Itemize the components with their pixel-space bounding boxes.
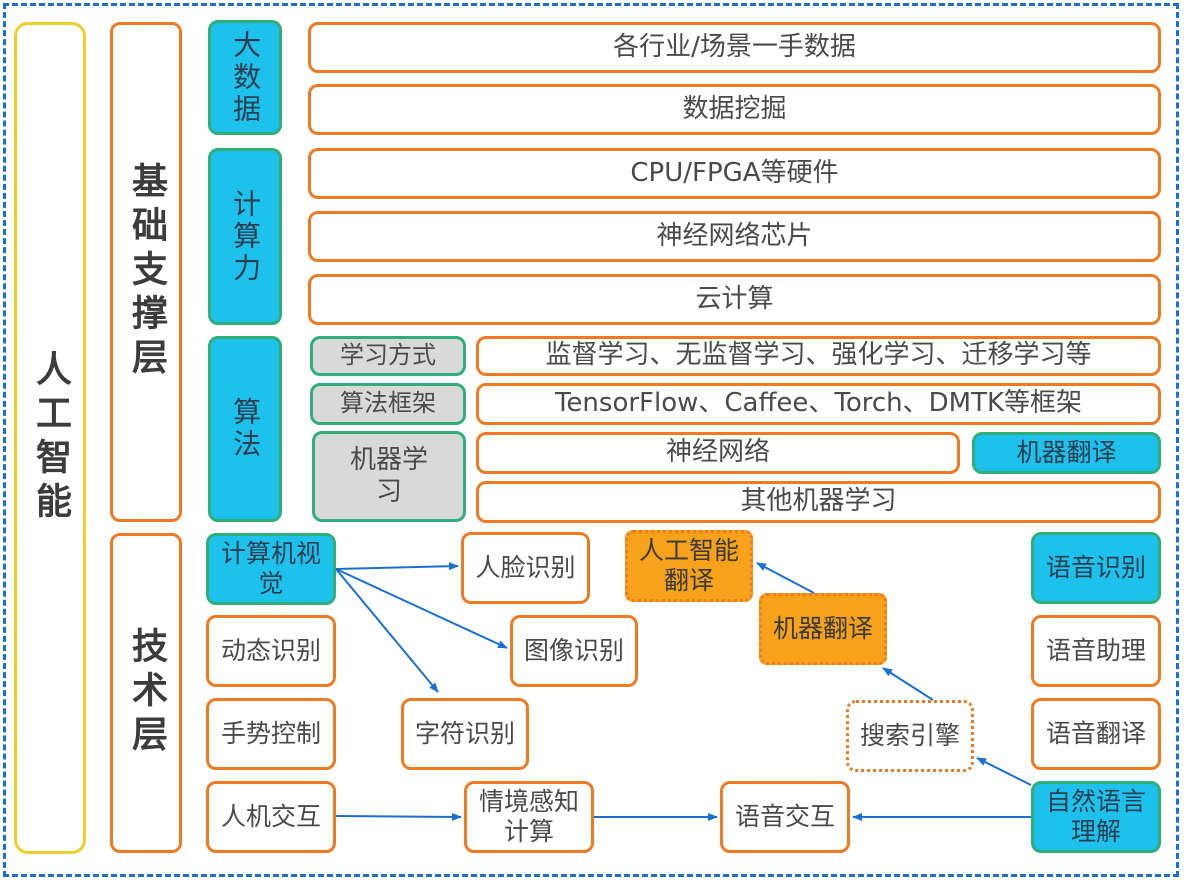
foundation-layer-label: 基础支撑层 (125, 162, 167, 382)
computing-box: 计算力 (208, 148, 282, 325)
face-recognition-node: 人脸识别 (461, 532, 590, 604)
arrow-search-to-mt (882, 667, 934, 701)
ai-label-box: 人工智能 (14, 22, 86, 854)
big-data-label: 大数据 (229, 29, 263, 126)
image-recognition-node: 图像识别 (510, 615, 638, 687)
arrow-cv-to-face (335, 562, 459, 571)
speech-recognition-text: 语音识别 (1046, 552, 1147, 582)
computer-vision-text: 计算机视觉 (221, 538, 322, 599)
machine-translation-text: 机器翻译 (773, 613, 874, 643)
search-engine-node: 搜索引擎 (846, 700, 974, 772)
learning-method-value: 监督学习、无监督学习、强化学习、迁移学习等 (476, 336, 1161, 376)
voice-translation-node: 语音翻译 (1031, 698, 1161, 770)
face-recognition-text: 人脸识别 (475, 552, 576, 582)
gesture-control-text: 手势控制 (221, 718, 322, 748)
motion-recognition-node: 动态识别 (206, 615, 336, 687)
ai-translation-node: 人工智能翻译 (625, 530, 753, 602)
computing-label: 计算力 (229, 188, 263, 285)
machine-learning-label: 机器学习 (312, 431, 466, 522)
industry-data-item: 各行业/场景一手数据 (308, 22, 1161, 73)
cloud-computing-item: 云计算 (308, 274, 1161, 325)
image-recognition-text: 图像识别 (524, 635, 625, 665)
voice-interaction-text: 语音交互 (735, 801, 836, 831)
technology-layer-box: 技术层 (110, 533, 182, 853)
outer-frame (3, 3, 1179, 877)
arrow-hci-to-context (335, 812, 462, 821)
neural-chip-item: 神经网络芯片 (308, 211, 1161, 262)
context-aware-node: 情境感知计算 (464, 781, 594, 853)
algorithm-framework-value: TensorFlow、Caffee、Torch、DMTK等框架 (476, 383, 1161, 425)
machine-learning-text: 机器学习 (349, 444, 428, 507)
arrow-cv-to-char (335, 568, 439, 693)
foundation-layer-box: 基础支撑层 (110, 22, 182, 522)
neural-network-item: 神经网络 (476, 432, 960, 474)
computer-vision-node: 计算机视觉 (206, 533, 336, 605)
voice-interaction-node: 语音交互 (720, 781, 850, 853)
learning-method-label: 学习方式 (310, 336, 466, 376)
data-mining-item: 数据挖掘 (308, 84, 1161, 135)
other-ml-item: 其他机器学习 (476, 481, 1161, 523)
hci-node: 人机交互 (206, 781, 336, 853)
algorithm-box: 算法 (208, 336, 282, 522)
voice-assistant-node: 语音助理 (1031, 615, 1161, 687)
character-recognition-text: 字符识别 (415, 718, 516, 748)
search-engine-text: 搜索引擎 (860, 720, 961, 750)
voice-assistant-text: 语音助理 (1046, 635, 1147, 665)
gesture-control-node: 手势控制 (206, 698, 336, 770)
nlu-node: 自然语言理解 (1031, 781, 1161, 853)
voice-translation-text: 语音翻译 (1046, 718, 1147, 748)
arrow-cv-to-image (335, 568, 508, 649)
machine-translation-node: 机器翻译 (759, 593, 887, 665)
algorithm-label: 算法 (229, 397, 263, 461)
algorithm-framework-label: 算法框架 (310, 383, 466, 425)
motion-recognition-text: 动态识别 (221, 635, 322, 665)
nlu-text: 自然语言理解 (1046, 786, 1147, 847)
speech-recognition-node: 语音识别 (1031, 532, 1161, 604)
technology-layer-label: 技术层 (125, 627, 167, 759)
character-recognition-node: 字符识别 (401, 698, 529, 770)
big-data-box: 大数据 (208, 20, 282, 135)
arrow-nlu-to-search (976, 757, 1032, 786)
hardware-item: CPU/FPGA等硬件 (308, 148, 1161, 199)
hci-text: 人机交互 (221, 801, 322, 831)
ai-label: 人工智能 (29, 350, 71, 526)
arrow-mt-to-ai-translation (756, 562, 815, 594)
machine-translation-tag: 机器翻译 (972, 432, 1161, 474)
context-aware-text: 情境感知计算 (479, 786, 580, 847)
ai-translation-text: 人工智能翻译 (639, 535, 740, 596)
